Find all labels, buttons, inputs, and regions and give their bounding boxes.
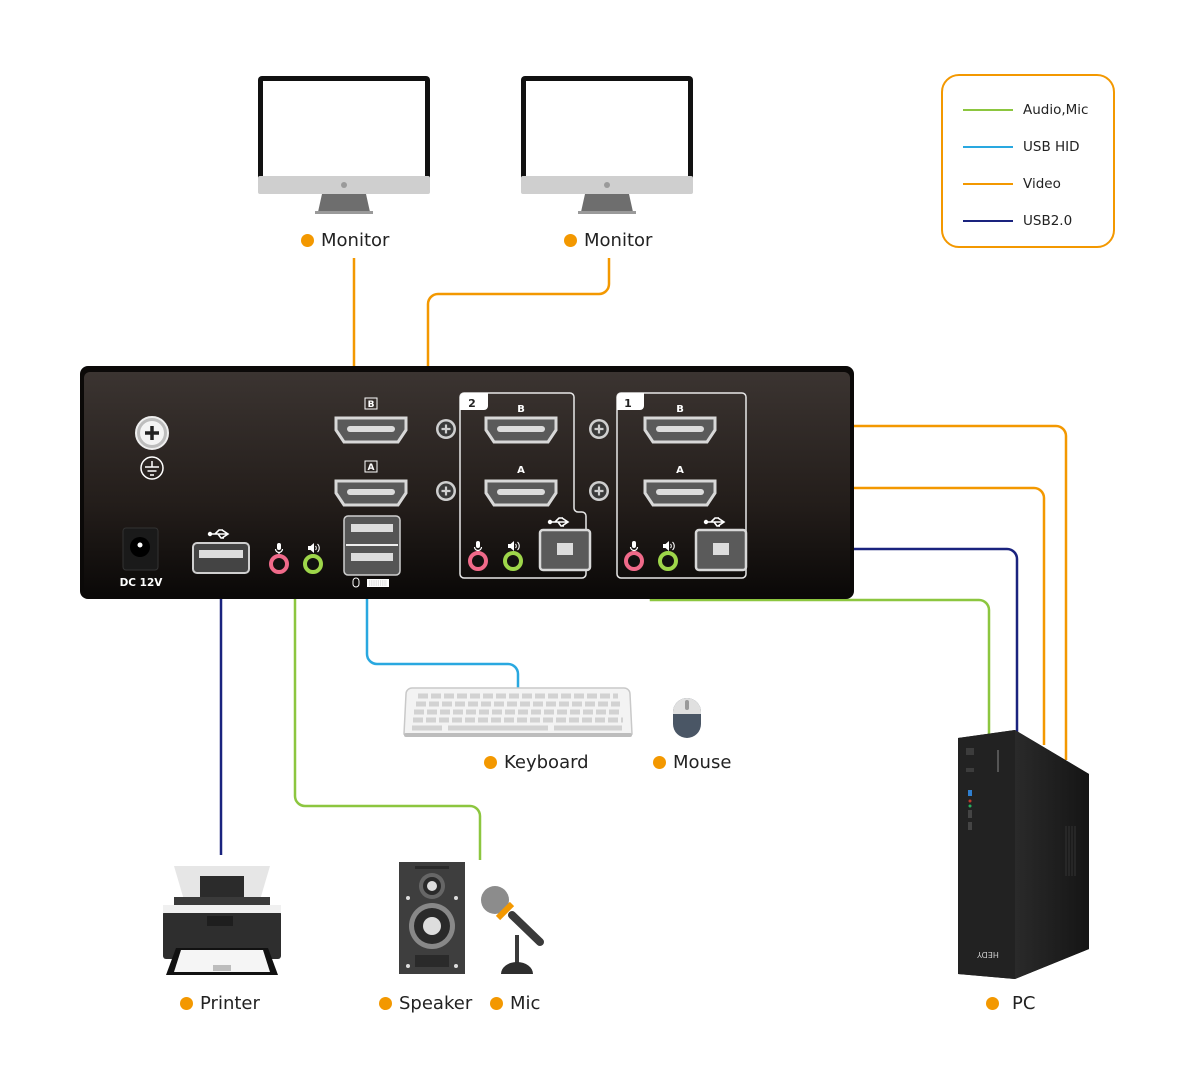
monitor-right-icon (521, 76, 693, 214)
svg-text:A: A (676, 465, 684, 476)
audio-cable-pc (649, 572, 991, 735)
legend-swatch-video (963, 182, 1013, 186)
screw-icon (587, 417, 611, 441)
video-cable-pc-a (714, 486, 1046, 745)
legend-swatch-usb2 (963, 219, 1013, 223)
printer-label: Printer (180, 993, 260, 1014)
printer-icon (163, 866, 281, 975)
svg-text:B: B (517, 404, 525, 415)
dc-power-port (122, 527, 159, 571)
ground-symbol-icon (140, 456, 164, 480)
label-text: Monitor (321, 230, 390, 251)
speaker-icon (399, 862, 465, 974)
bullet-icon (986, 997, 999, 1010)
label-text: Mouse (673, 752, 732, 773)
audio-cable-speaker-mic (293, 574, 482, 860)
svg-text:2: 2 (468, 397, 476, 410)
monitor-right-label: Monitor (564, 230, 652, 251)
label-text: Printer (200, 993, 260, 1014)
ground-screw-icon (135, 416, 169, 450)
legend-item-usb-hid: USB HID (963, 139, 1080, 155)
keyboard-icon (403, 687, 633, 737)
mouse-icon (673, 698, 701, 738)
monitor-left-label: Monitor (301, 230, 389, 251)
console-hdmi-a-port: A (334, 460, 408, 507)
label-text: Keyboard (504, 752, 589, 773)
pc-group-1: 1 B A (616, 392, 748, 579)
label-text: PC (1012, 993, 1036, 1014)
speaker-label: Speaker (379, 993, 472, 1014)
keyboard-label: Keyboard (484, 752, 589, 773)
bullet-icon (379, 997, 392, 1010)
label-text: Monitor (584, 230, 653, 251)
console-hdmi-b-port: B (334, 397, 408, 444)
bullet-icon (180, 997, 193, 1010)
console-usb-hid-ports (343, 515, 401, 576)
bullet-icon (490, 997, 503, 1010)
pc-tower-icon: HEDY (958, 730, 1089, 979)
usb-hid-cable-keyboard (365, 592, 520, 690)
mic-label: Mic (490, 993, 540, 1014)
svg-text:HEDY: HEDY (977, 950, 999, 959)
svg-text:A: A (517, 465, 525, 476)
legend: Audio,Mic USB HID Video USB2.0 (941, 74, 1115, 248)
legend-label: USB2.0 (1023, 213, 1073, 229)
dc-power-label: DC 12V (120, 577, 164, 589)
legend-label: Audio,Mic (1023, 102, 1089, 118)
label-text: Speaker (399, 993, 473, 1014)
legend-item-usb2: USB2.0 (963, 213, 1072, 229)
legend-label: USB HID (1023, 139, 1080, 155)
screw-icon (434, 479, 458, 503)
legend-item-audio: Audio,Mic (963, 102, 1088, 118)
video-cable-pc-b (714, 424, 1068, 760)
legend-swatch-usb-hid (963, 145, 1013, 149)
bullet-icon (301, 234, 314, 247)
screw-icon (587, 479, 611, 503)
usb2-cable-pc (744, 547, 1019, 735)
mic-icon (481, 886, 544, 974)
label-text: Mic (510, 993, 541, 1014)
pc-group-2: 2 B A (459, 392, 592, 579)
screw-icon (434, 417, 458, 441)
svg-text:A: A (368, 463, 375, 473)
legend-swatch-audio (963, 108, 1013, 112)
pc-label: PC (986, 993, 1035, 1014)
bullet-icon (484, 756, 497, 769)
svg-text:B: B (676, 404, 684, 415)
usb-a-port-printer (192, 529, 250, 574)
mouse-keyboard-symbol-icon (352, 577, 389, 588)
bullet-icon (564, 234, 577, 247)
svg-text:1: 1 (624, 397, 632, 410)
mouse-label: Mouse (653, 752, 731, 773)
svg-text:B: B (368, 400, 375, 410)
monitor-left-icon (258, 76, 430, 214)
bullet-icon (653, 756, 666, 769)
legend-label: Video (1023, 176, 1061, 192)
legend-item-video: Video (963, 176, 1061, 192)
